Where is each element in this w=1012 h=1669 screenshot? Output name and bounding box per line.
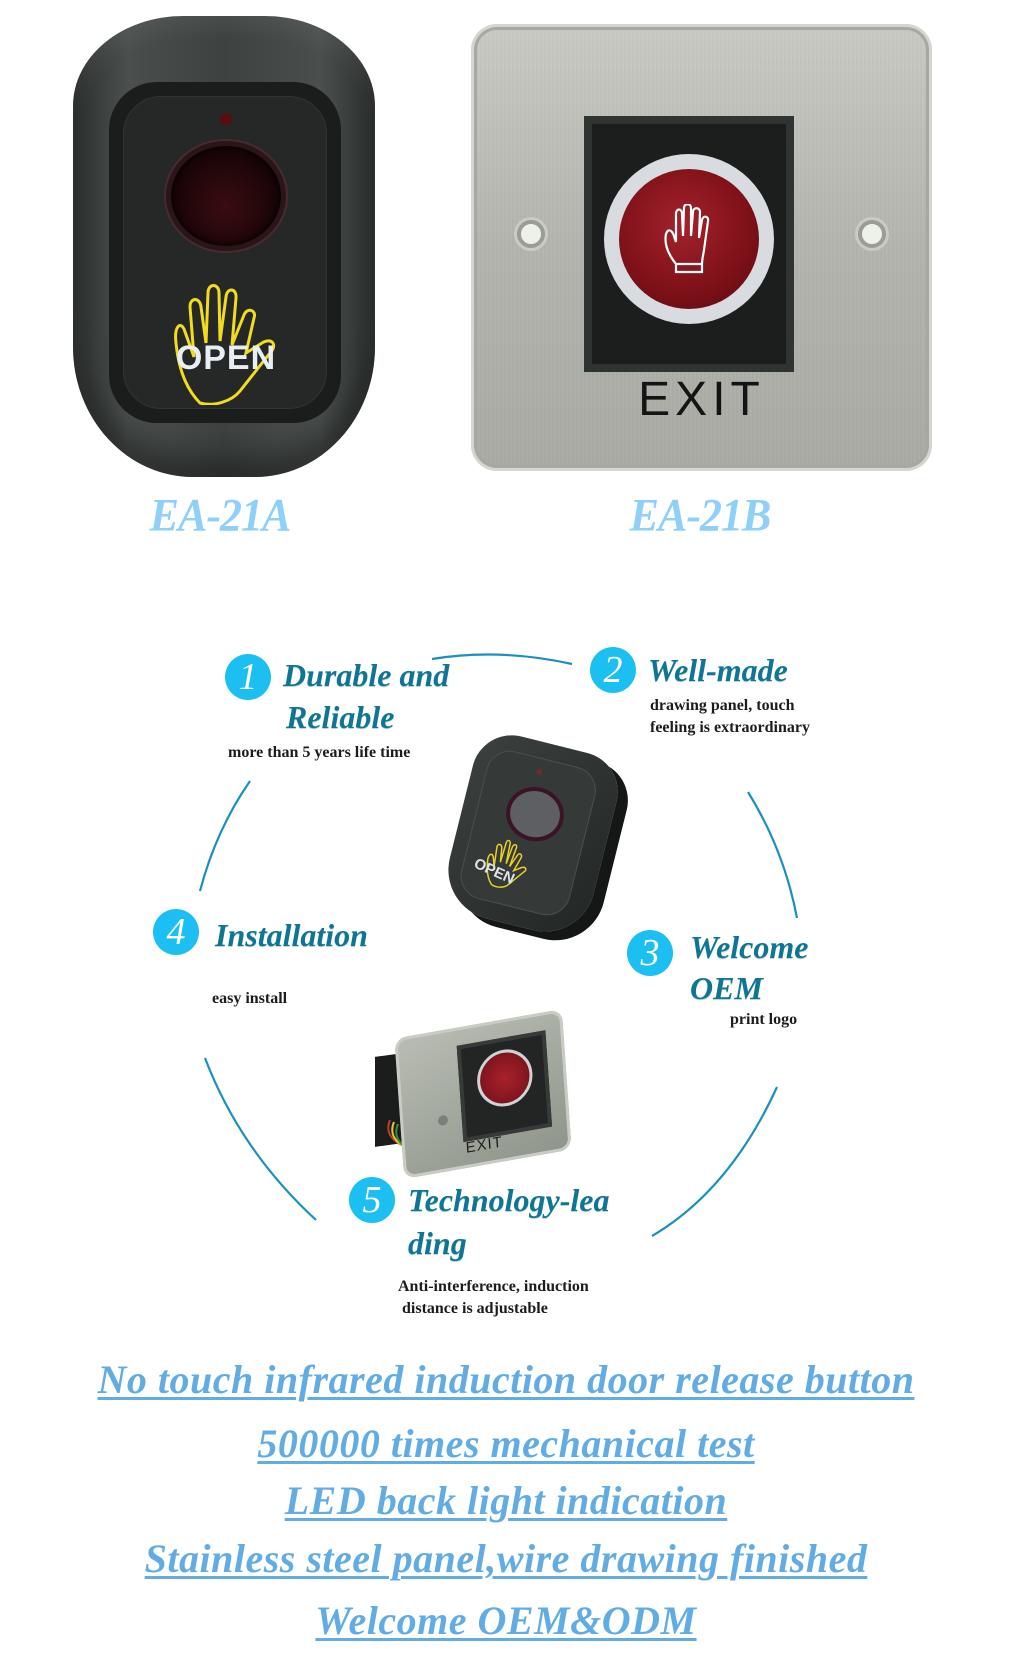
screw-hole-icon (517, 220, 545, 248)
button-frame (584, 116, 794, 372)
feature-number-badge: 1 (225, 654, 271, 700)
product-photo-ea21a: OPEN (73, 16, 375, 477)
sensor-panel-inner: OPEN (123, 96, 327, 409)
sensor-panel: OPEN (109, 82, 341, 423)
feature-title-line: Welcome (690, 929, 809, 965)
feature-title-line: ding (408, 1225, 467, 1261)
feature-number-badge: 5 (349, 1177, 395, 1223)
feature-title-line: Durable and (283, 657, 450, 693)
feature-title-line: Technology-lea (408, 1182, 610, 1218)
exit-button-cap (475, 1045, 535, 1111)
claim-line: 500000 times mechanical test (257, 1421, 755, 1466)
feature-number-badge: 2 (590, 647, 636, 693)
hand-outline-icon (486, 839, 527, 888)
feature-number-badge: 3 (627, 930, 673, 976)
claim-line: LED back light indication (284, 1478, 728, 1523)
claim-line: No touch infrared induction door release… (97, 1357, 915, 1402)
led-indicator-icon (220, 113, 232, 125)
feature-title-line: OEM (690, 970, 763, 1006)
feature-subtitle: drawing panel, touch (650, 697, 795, 714)
product-photo-ea21b-angled: EXIT (394, 1009, 572, 1179)
button-frame (456, 1030, 553, 1143)
feature-title-line: Installation (215, 917, 368, 953)
claim-line: Stainless steel panel,wire drawing finis… (144, 1536, 868, 1581)
feature-subtitle: easy install (212, 990, 288, 1007)
feature-title-line: Well-made (648, 652, 788, 688)
led-indicator-icon (535, 768, 543, 776)
feature-title-line: Reliable (286, 699, 395, 735)
product-photo-ea21a-angled: OPEN (437, 726, 627, 943)
feature-number-badge: 4 (153, 909, 199, 955)
model-label-ea21a: EA-21A (149, 489, 292, 542)
hand-outline-icon (174, 284, 276, 405)
sensor-panel: OPEN (455, 745, 601, 921)
claim-line: Welcome OEM&ODM (315, 1598, 697, 1643)
screw-hole-icon (437, 1114, 449, 1127)
hand-icon (664, 204, 710, 274)
feature-subtitle: print logo (730, 1011, 798, 1028)
exit-button-cap (619, 169, 759, 309)
model-label-ea21b: EA-21B (629, 489, 772, 542)
infrared-sensor-icon (166, 141, 286, 251)
product-photo-ea21b: EXIT (471, 24, 932, 471)
infrared-sensor-icon (500, 780, 570, 848)
feature-subtitle: more than 5 years life time (228, 744, 411, 761)
feature-subtitle: feeling is extraordinary (650, 719, 810, 736)
screw-hole-icon (858, 220, 886, 248)
feature-subtitle: Anti-interference, induction (398, 1278, 589, 1295)
panel-label-open: OPEN (175, 339, 277, 377)
led-ring (604, 154, 774, 324)
panel-label-exit: EXIT (638, 373, 765, 426)
feature-subtitle: distance is adjustable (402, 1300, 548, 1317)
